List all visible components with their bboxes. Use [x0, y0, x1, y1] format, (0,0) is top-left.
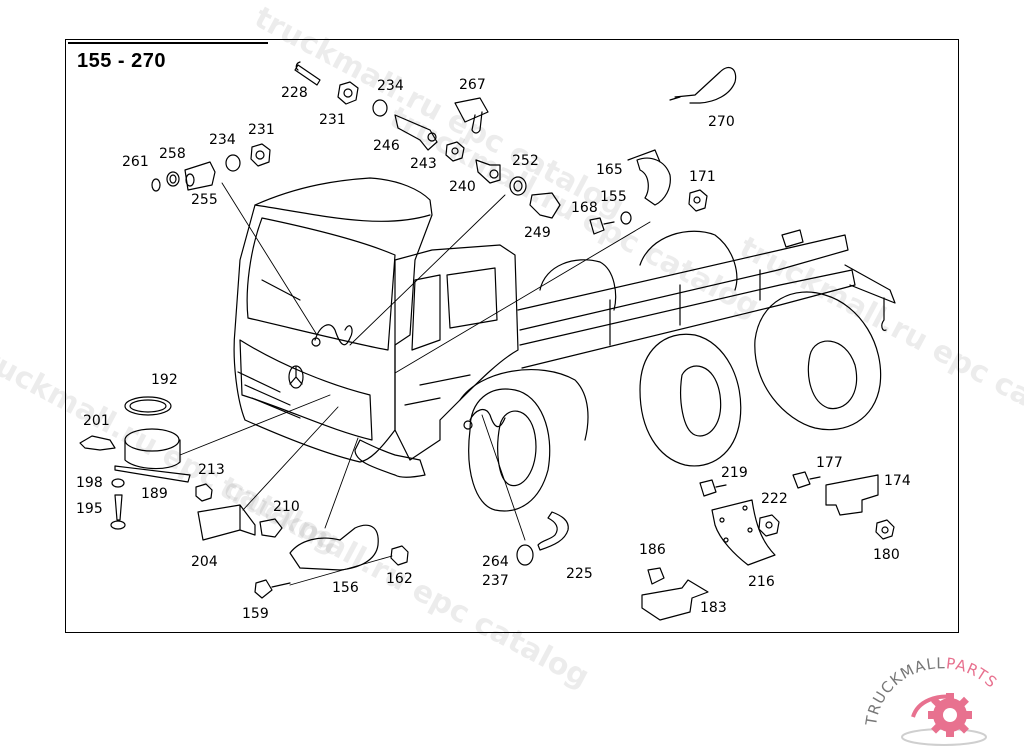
part-label-165[interactable]: 165: [596, 162, 623, 178]
part-label-204[interactable]: 204: [191, 554, 218, 570]
sheet-id: 155 - 270: [77, 50, 167, 72]
part-label-255[interactable]: 255: [191, 192, 218, 208]
hose-bracket-front: [314, 324, 353, 346]
part-label-252[interactable]: 252: [512, 153, 539, 169]
part-label-225[interactable]: 225: [566, 566, 593, 582]
title-rule: [68, 42, 268, 44]
hose-bracket-wheel: [469, 408, 506, 428]
part-label-234[interactable]: 234: [209, 132, 236, 148]
side-window: [446, 267, 498, 329]
part-label-237[interactable]: 237: [482, 573, 509, 589]
part-label-228[interactable]: 228: [281, 85, 308, 101]
part-label-234[interactable]: 234: [377, 78, 404, 94]
part-label-231[interactable]: 231: [319, 112, 346, 128]
part-label-180[interactable]: 180: [873, 547, 900, 563]
cab-side: [394, 244, 519, 461]
part-label-240[interactable]: 240: [449, 179, 476, 195]
part-label-246[interactable]: 246: [373, 138, 400, 154]
part-label-270[interactable]: 270: [708, 114, 735, 130]
part-label-186[interactable]: 186: [639, 542, 666, 558]
rear-crossbar: [781, 229, 896, 304]
part-label-156[interactable]: 156: [332, 580, 359, 596]
part-label-261[interactable]: 261: [122, 154, 149, 170]
tow-hook: [881, 297, 887, 331]
part-label-195[interactable]: 195: [76, 501, 103, 517]
truckmallparts-logo[interactable]: TRUCKMALLPARTS: [858, 655, 1024, 750]
part-label-168[interactable]: 168: [571, 200, 598, 216]
part-label-264[interactable]: 264: [482, 554, 509, 570]
logo-text-parts: PARTS: [945, 655, 1001, 692]
leader-lines: [179, 182, 651, 541]
part-label-174[interactable]: 174: [884, 473, 911, 489]
part-label-219[interactable]: 219: [721, 465, 748, 481]
part-label-155[interactable]: 155: [600, 189, 627, 205]
windshield: [246, 217, 396, 351]
truck-illustration: [233, 177, 896, 512]
part-label-243[interactable]: 243: [410, 156, 437, 172]
bumper: [354, 439, 426, 478]
grille-panel: [239, 339, 373, 441]
part-label-210[interactable]: 210: [273, 499, 300, 515]
front-wheel: [468, 388, 551, 512]
part-label-267[interactable]: 267: [459, 77, 486, 93]
front-fender: [459, 369, 589, 441]
cab-roof: [254, 204, 431, 222]
part-label-258[interactable]: 258: [159, 146, 186, 162]
part-label-198[interactable]: 198: [76, 475, 103, 491]
part-label-183[interactable]: 183: [700, 600, 727, 616]
part-label-216[interactable]: 216: [748, 574, 775, 590]
part-label-159[interactable]: 159: [242, 606, 269, 622]
part-label-189[interactable]: 189: [141, 486, 168, 502]
chassis-rail-lower: [519, 269, 856, 369]
part-label-249[interactable]: 249: [524, 225, 551, 241]
part-label-162[interactable]: 162: [386, 571, 413, 587]
part-label-213[interactable]: 213: [198, 462, 225, 478]
truck-cab: [233, 177, 433, 463]
part-label-201[interactable]: 201: [83, 413, 110, 429]
rear-wheel-back-right: [639, 230, 738, 291]
part-label-192[interactable]: 192: [151, 372, 178, 388]
part-label-231[interactable]: 231: [248, 122, 275, 138]
rear-wheel-rear: [754, 291, 882, 431]
diagram-frame: [65, 39, 959, 633]
rear-wheel-front: [639, 333, 742, 467]
part-label-222[interactable]: 222: [761, 491, 788, 507]
star-emblem: [288, 365, 304, 389]
part-label-177[interactable]: 177: [816, 455, 843, 471]
door-window: [411, 274, 441, 351]
part-label-171[interactable]: 171: [689, 169, 716, 185]
chassis-rail-upper: [517, 234, 849, 331]
rear-wheel-back-left: [539, 259, 617, 311]
small-parts: [79, 61, 895, 621]
